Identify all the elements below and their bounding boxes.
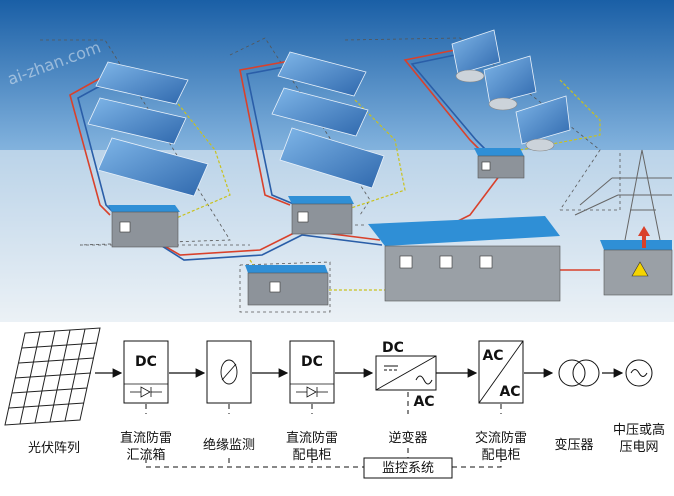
label-pv-array: 光伏阵列 xyxy=(27,441,80,456)
ac-cabinet-ac-top-text: AC xyxy=(482,348,503,364)
solar-trackers-right xyxy=(451,29,571,145)
system-block-diagram: DC DC DC AC xyxy=(4,327,653,479)
tracker-mounts xyxy=(455,69,555,152)
insulation-symbol-icon xyxy=(220,359,238,385)
inverter-block: DC AC xyxy=(375,340,437,410)
distribution-cabinet xyxy=(245,265,329,306)
dc-cabinet-block: DC xyxy=(289,340,335,404)
monitoring-lines xyxy=(145,392,502,468)
transformer-icon xyxy=(558,359,600,387)
combiner-box-middle xyxy=(288,196,354,235)
label-dc-cabinet: 直流防雷 配电柜 xyxy=(285,431,338,463)
transformer-station xyxy=(600,226,673,296)
combiner-box-left xyxy=(108,205,180,248)
label-transformer: 变压器 xyxy=(554,438,594,453)
ac-cabinet-ac-bottom-text: AC xyxy=(499,384,520,400)
combiner-box-right xyxy=(474,148,525,179)
transmission-tower xyxy=(574,149,672,241)
inverter-ac-text: AC xyxy=(413,394,434,410)
label-grid: 中压或高 压电网 xyxy=(612,423,665,455)
insulation-monitor-block xyxy=(206,340,252,404)
combiner-dc-text: DC xyxy=(135,354,157,370)
inverter-house xyxy=(368,216,561,302)
label-monitor: 监控系统 xyxy=(381,461,434,476)
label-ac-cabinet: 交流防雷 配电柜 xyxy=(474,431,527,463)
ac-wave-icon xyxy=(415,375,433,385)
label-insulation: 绝缘监测 xyxy=(202,438,255,453)
pv-array-icon xyxy=(4,327,101,426)
inverter-dc-text: DC xyxy=(382,340,404,356)
ac-cabinet-block: AC AC xyxy=(478,340,524,404)
dc-cabinet-dc-text: DC xyxy=(301,354,323,370)
label-combiner: 直流防雷 汇流箱 xyxy=(119,431,172,463)
solar-panels-middle xyxy=(271,51,385,189)
grid-icon xyxy=(625,359,653,387)
combiner-box-block: DC xyxy=(123,340,169,404)
monitor-box xyxy=(363,457,453,479)
solar-panels-left xyxy=(87,61,209,197)
label-inverter: 逆变器 xyxy=(388,431,428,446)
pv-plant-illustration: ai-zhan.com xyxy=(0,0,674,322)
